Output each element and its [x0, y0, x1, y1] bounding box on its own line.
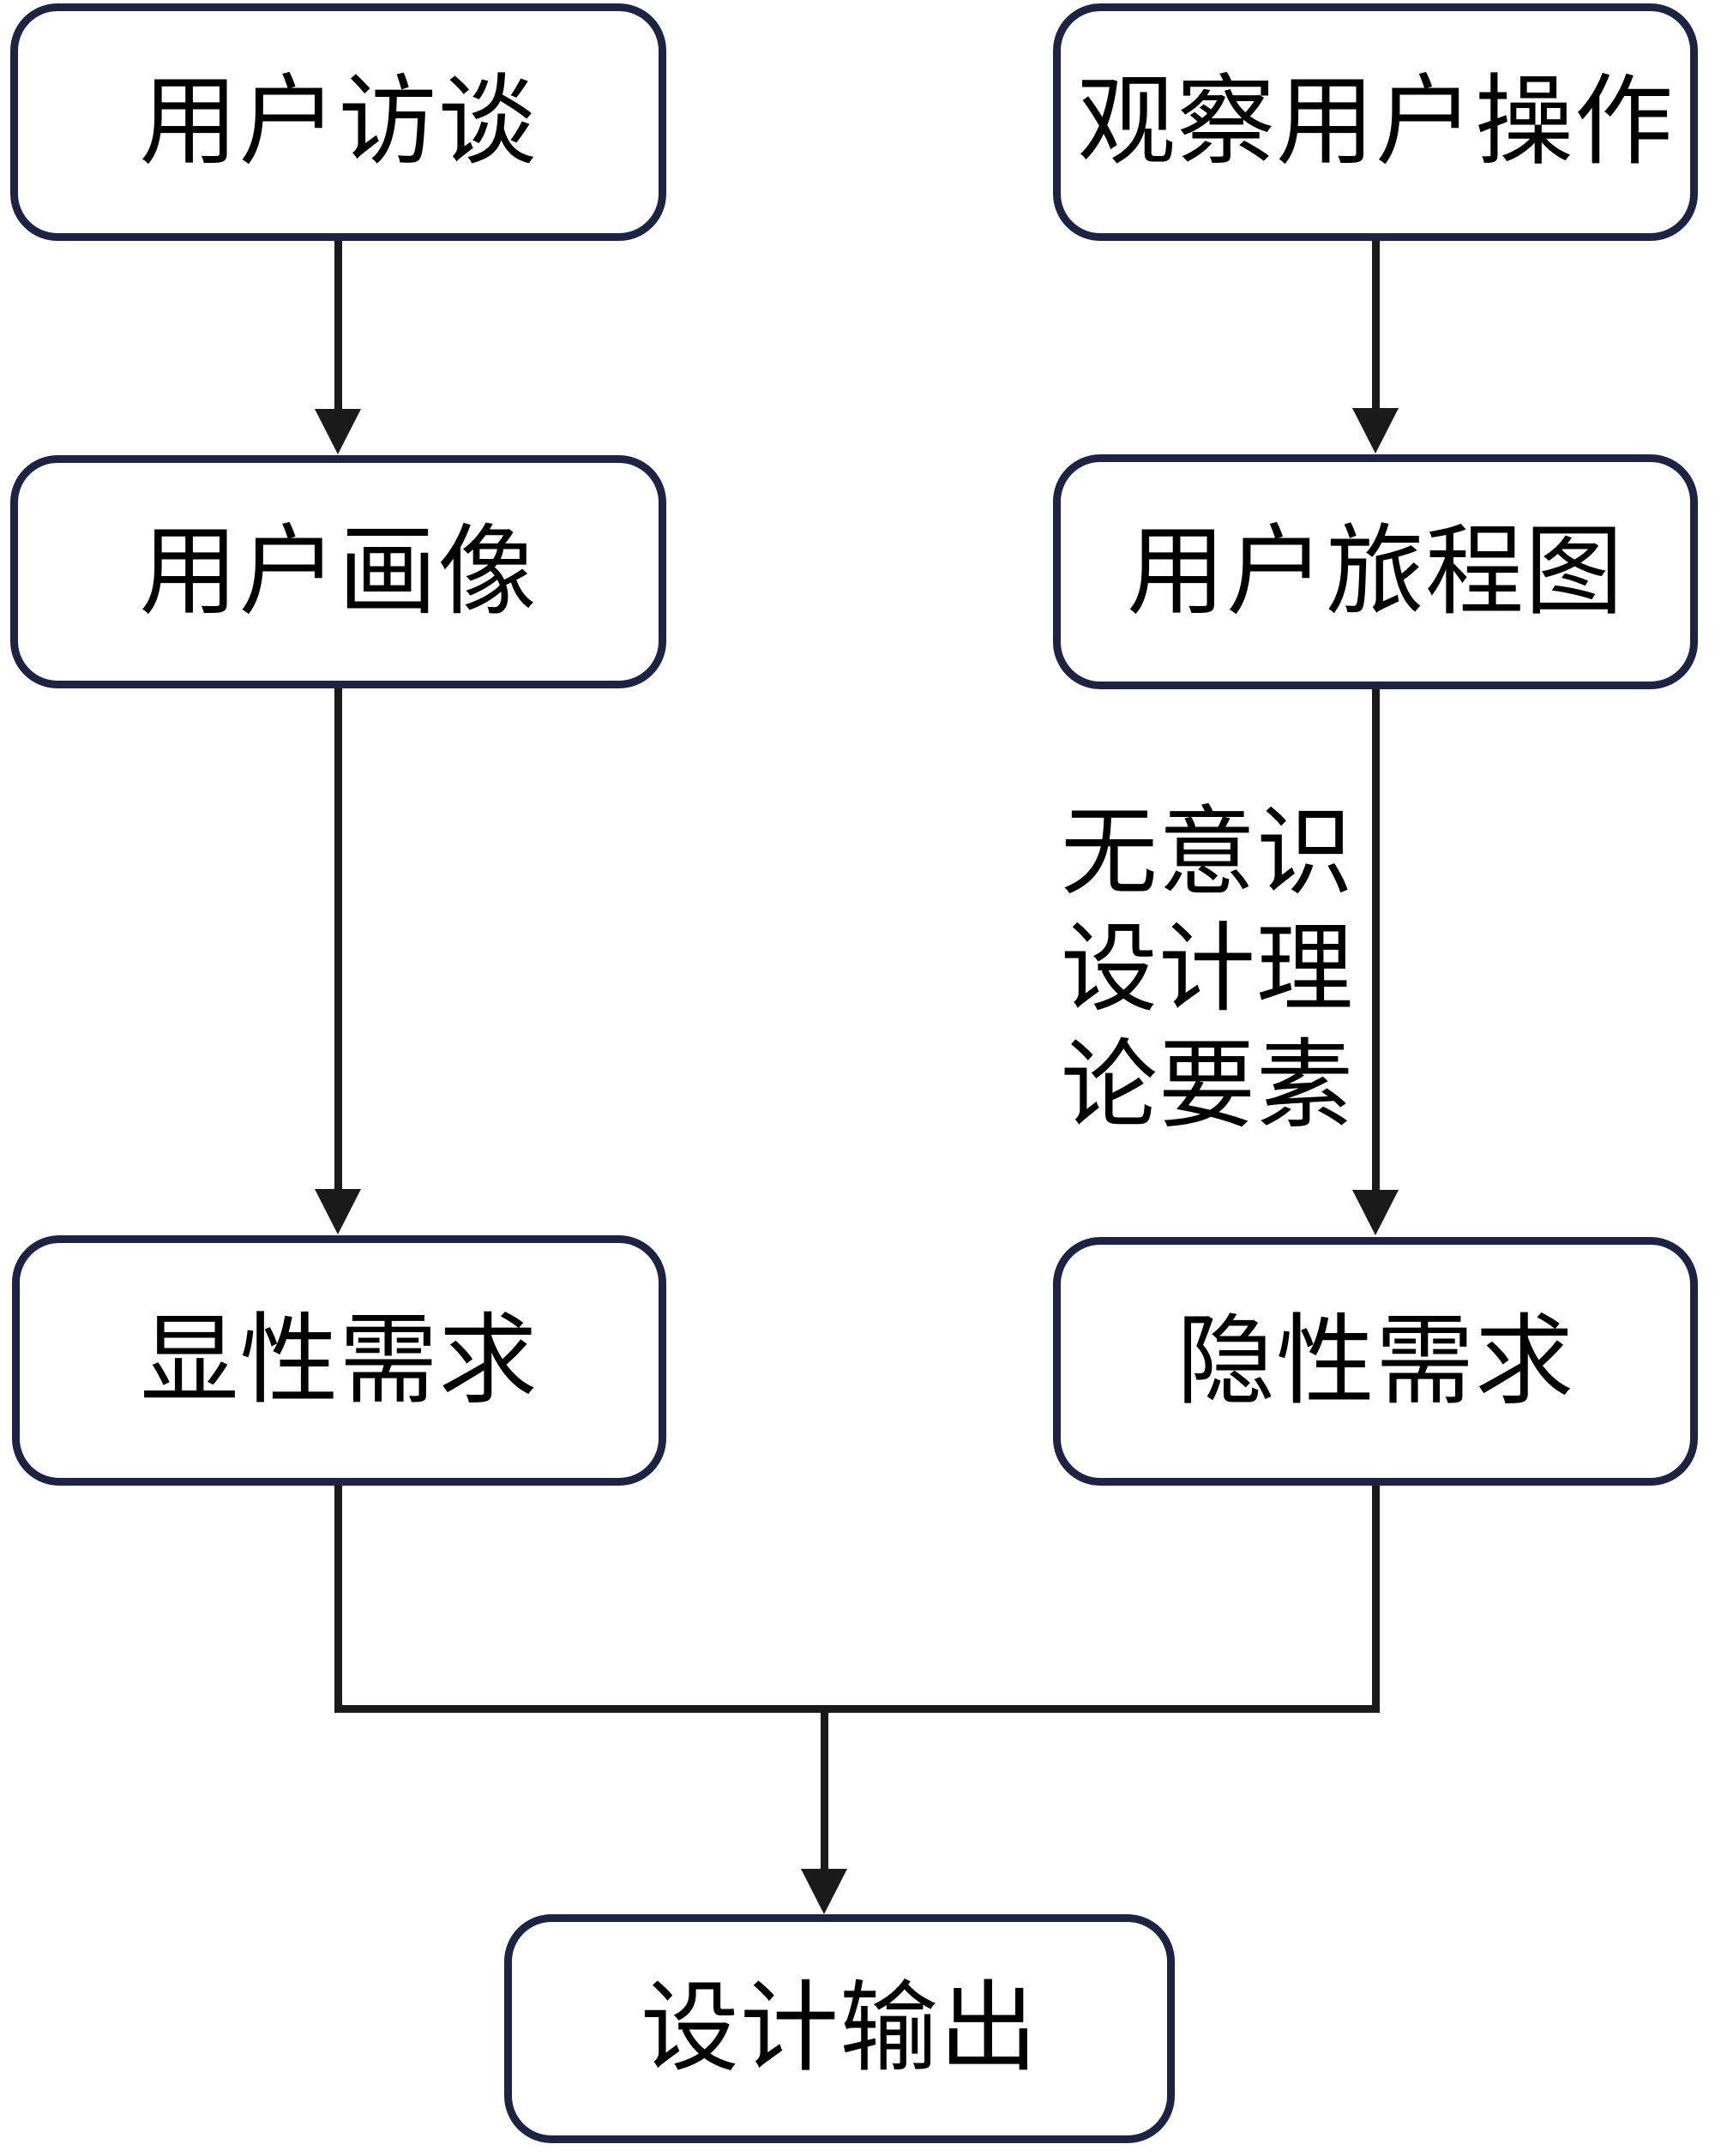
annotation-unconscious-design-theory: 无意识 设计理 论要素	[1061, 796, 1354, 1145]
arrow-observe-to-journey-stem	[1372, 241, 1380, 409]
node-implicit-needs: 隐性需求	[1053, 1237, 1698, 1486]
arrow-merge-to-output-head arrow-down-icon	[801, 1869, 847, 1914]
arrow-persona-to-explicit-head arrow-down-icon	[315, 1189, 361, 1234]
node-explicit-needs: 显性需求	[12, 1235, 666, 1486]
node-user-persona: 用户画像	[10, 455, 666, 688]
arrow-observe-to-journey-head arrow-down-icon	[1352, 408, 1399, 453]
node-user-interview: 用户访谈	[10, 3, 666, 241]
arrow-journey-to-implicit-head arrow-down-icon	[1352, 1190, 1399, 1235]
node-observe-user-operation: 观察用户操作	[1053, 3, 1698, 241]
arrow-merge-to-output-stem	[821, 1709, 828, 1870]
arrow-interview-to-persona-stem	[334, 241, 342, 410]
annotation-line: 论要素	[1061, 1033, 1354, 1140]
connector-merge-horizontal-segment	[334, 1705, 1380, 1713]
connector-explicit-down-segment	[334, 1486, 342, 1712]
annotation-line: 无意识	[1061, 800, 1354, 907]
arrow-journey-to-implicit-stem	[1372, 689, 1380, 1191]
arrow-interview-to-persona-head arrow-down-icon	[315, 409, 361, 454]
connector-implicit-down-segment	[1372, 1486, 1380, 1712]
annotation-line: 设计理	[1061, 916, 1354, 1024]
node-design-output: 设计输出	[504, 1914, 1175, 2143]
node-user-journey-map: 用户旅程图	[1053, 454, 1698, 689]
arrow-persona-to-explicit-stem	[334, 688, 342, 1190]
